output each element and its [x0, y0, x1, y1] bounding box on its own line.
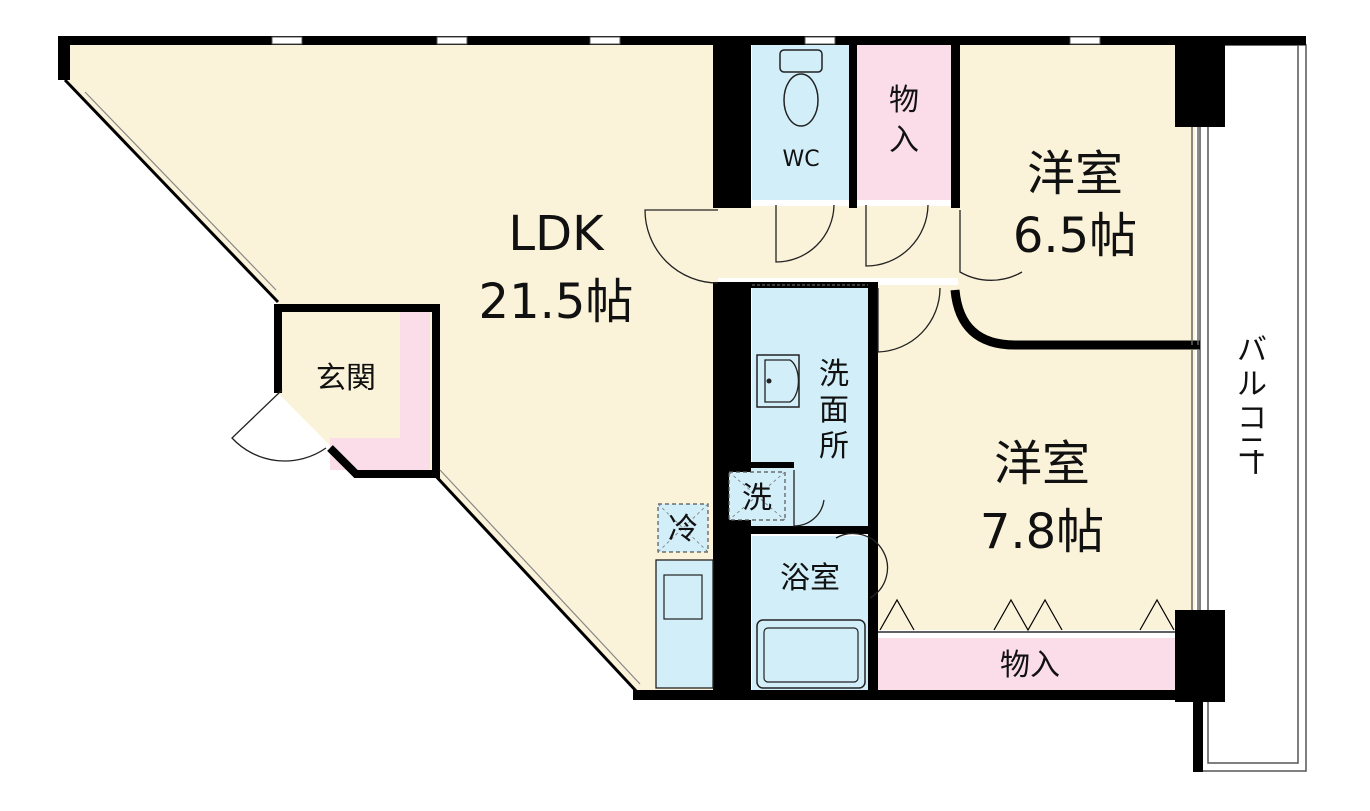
door-washer	[793, 470, 825, 527]
balcony-label-4: ニ	[1237, 431, 1267, 466]
wc-label: WC	[782, 147, 819, 172]
pillar-bottom-right	[1175, 610, 1225, 702]
wall-right-lower	[1193, 700, 1203, 772]
balcony-label: バ ル コ ニ ー	[1236, 333, 1271, 477]
window-diagonal-upper	[84, 91, 277, 291]
closet1-label-1: 物	[889, 83, 919, 118]
door-closet1	[865, 204, 929, 267]
western2-name: 洋室	[994, 436, 1090, 492]
bath-label: 浴室	[780, 561, 840, 596]
ldk-floor	[65, 42, 718, 690]
door-entrance	[231, 389, 327, 462]
sink-icon	[756, 354, 800, 408]
western1-name: 洋室	[1027, 146, 1123, 202]
window-top-2	[436, 36, 468, 45]
entrance-floor	[278, 312, 432, 472]
closet1-label-2: 入	[889, 123, 919, 158]
wall-core-left	[713, 36, 751, 208]
balcony-label-2: ル	[1237, 367, 1267, 402]
window-top-1	[271, 36, 303, 45]
balcony-label-5: ー	[1236, 447, 1271, 477]
washer-label: 洗	[742, 481, 772, 516]
ldk-name: LDK	[508, 206, 605, 262]
closet2-label: 物入	[1000, 648, 1060, 683]
closet2-door-2	[993, 598, 1063, 632]
fridge-space	[657, 503, 709, 553]
wall-closet-west1	[951, 42, 960, 208]
door-western1	[959, 210, 1023, 281]
wall-washroom-bath	[750, 526, 870, 534]
wall-entrance	[274, 304, 440, 478]
hall-floor	[718, 206, 958, 278]
pillar-top-right	[1175, 42, 1225, 127]
balcony-label-3: コ	[1237, 401, 1267, 436]
window-top-3	[589, 36, 621, 45]
wall-west-rooms-divider	[950, 289, 1200, 350]
door-ldk-hall	[644, 209, 719, 284]
western1-size: 6.5帖	[1013, 208, 1137, 264]
closet2-floor	[876, 638, 1176, 690]
window-diagonal-lower	[439, 469, 641, 685]
kitchen-counter	[655, 559, 714, 689]
washer-space	[728, 471, 786, 521]
door-bath	[835, 532, 889, 599]
washroom-label-1: 洗	[819, 357, 849, 392]
ldk-size: 21.5帖	[479, 274, 634, 330]
door-western2	[877, 287, 941, 353]
western1-floor	[958, 42, 1195, 345]
closet2-door-3	[1139, 598, 1175, 631]
wall-diagonal-lower	[430, 470, 639, 694]
entrance-label: 玄関	[316, 361, 376, 396]
washroom-label-3: 所	[819, 429, 849, 464]
toilet-icon	[779, 49, 823, 127]
wall-bottom	[633, 690, 1177, 700]
western2-size: 7.8帖	[980, 504, 1104, 560]
wall-diagonal-upper	[63, 78, 280, 304]
bathtub-icon	[756, 619, 866, 689]
closet2-door-1	[879, 598, 915, 631]
window-top-4	[804, 36, 836, 45]
wall-top-left	[58, 36, 70, 80]
door-wc	[775, 204, 835, 263]
wall-wc-closet	[849, 42, 857, 208]
window-top-5	[1069, 36, 1101, 45]
closet1-floor	[856, 42, 952, 200]
wall-washer	[718, 462, 794, 468]
washroom-label-2: 面	[819, 393, 849, 428]
balcony-label-1: バ	[1237, 333, 1267, 368]
fridge-label: 冷	[668, 512, 698, 547]
wall-top	[58, 36, 1306, 45]
wall-wet-right	[868, 282, 878, 694]
